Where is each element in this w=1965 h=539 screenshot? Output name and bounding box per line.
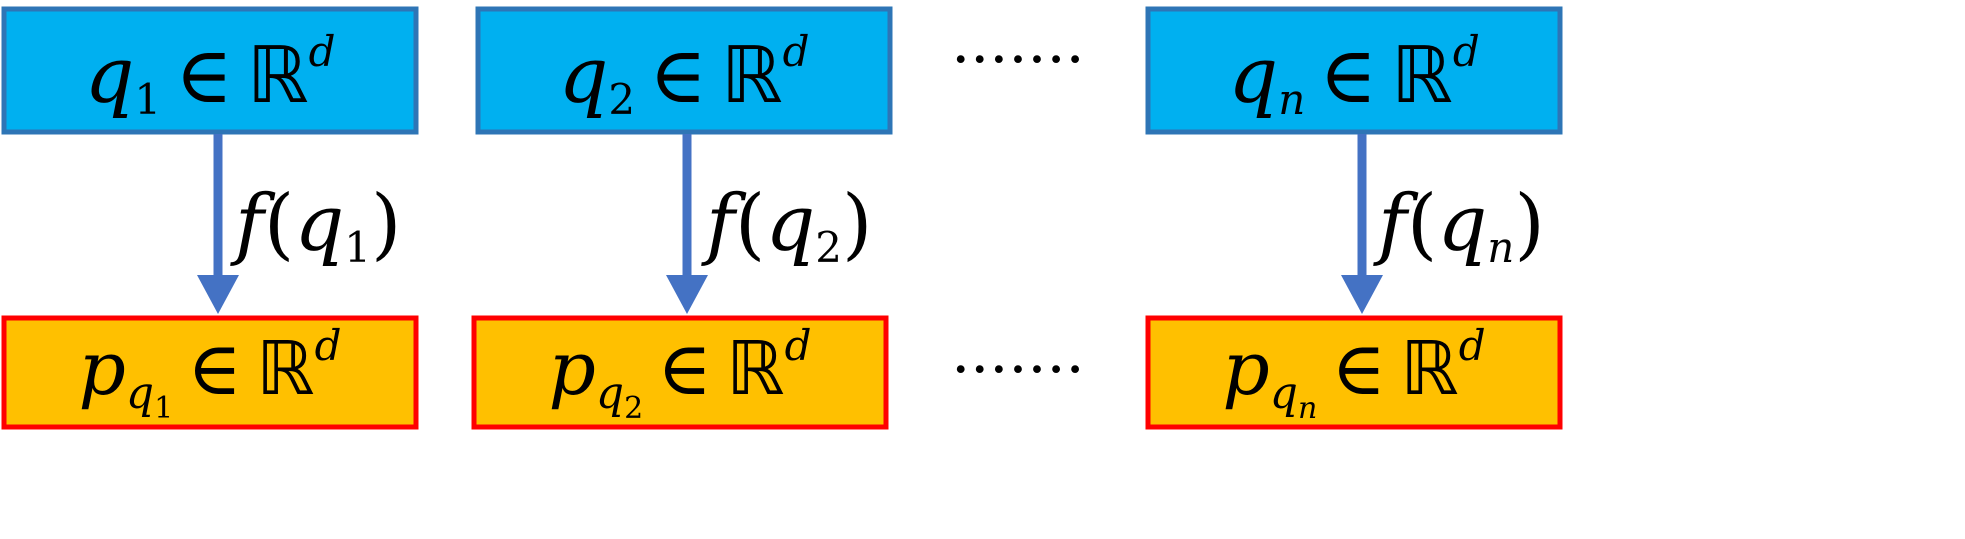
top-box-n — [1145, 6, 1563, 135]
arrow-head-n — [1341, 275, 1383, 314]
column-n: qn∈ℝd f(qn) pqn∈ℝd — [1145, 6, 1563, 430]
func-label-1: f(q1) — [230, 179, 401, 272]
ellipsis-top: ······· — [951, 25, 1085, 95]
bottom-box-1 — [1, 315, 419, 430]
top-label-1: q1∈ℝd — [84, 27, 335, 124]
bottom-box-n — [1145, 315, 1563, 430]
bottom-label-2: pq2∈ℝd — [549, 321, 812, 426]
column-2: q2∈ℝd f(q2) pq2∈ℝd — [471, 6, 893, 430]
bottom-label-1: pq1∈ℝd — [79, 321, 342, 426]
func-label-2: f(q2) — [701, 179, 872, 272]
arrow-head-1 — [197, 275, 239, 314]
bottom-box-2 — [471, 315, 889, 430]
top-box-2 — [475, 6, 893, 135]
top-label-2: q2∈ℝd — [558, 27, 809, 124]
ellipsis-bottom: ······· — [951, 335, 1085, 405]
column-1: q1∈ℝd f(q1) pq1∈ℝd — [1, 6, 419, 430]
top-label-n: qn∈ℝd — [1228, 27, 1479, 124]
bottom-label-n: pqn∈ℝd — [1222, 321, 1485, 426]
arrow-head-2 — [666, 275, 708, 314]
func-label-n: f(qn) — [1373, 179, 1545, 272]
top-box-1 — [1, 6, 419, 135]
